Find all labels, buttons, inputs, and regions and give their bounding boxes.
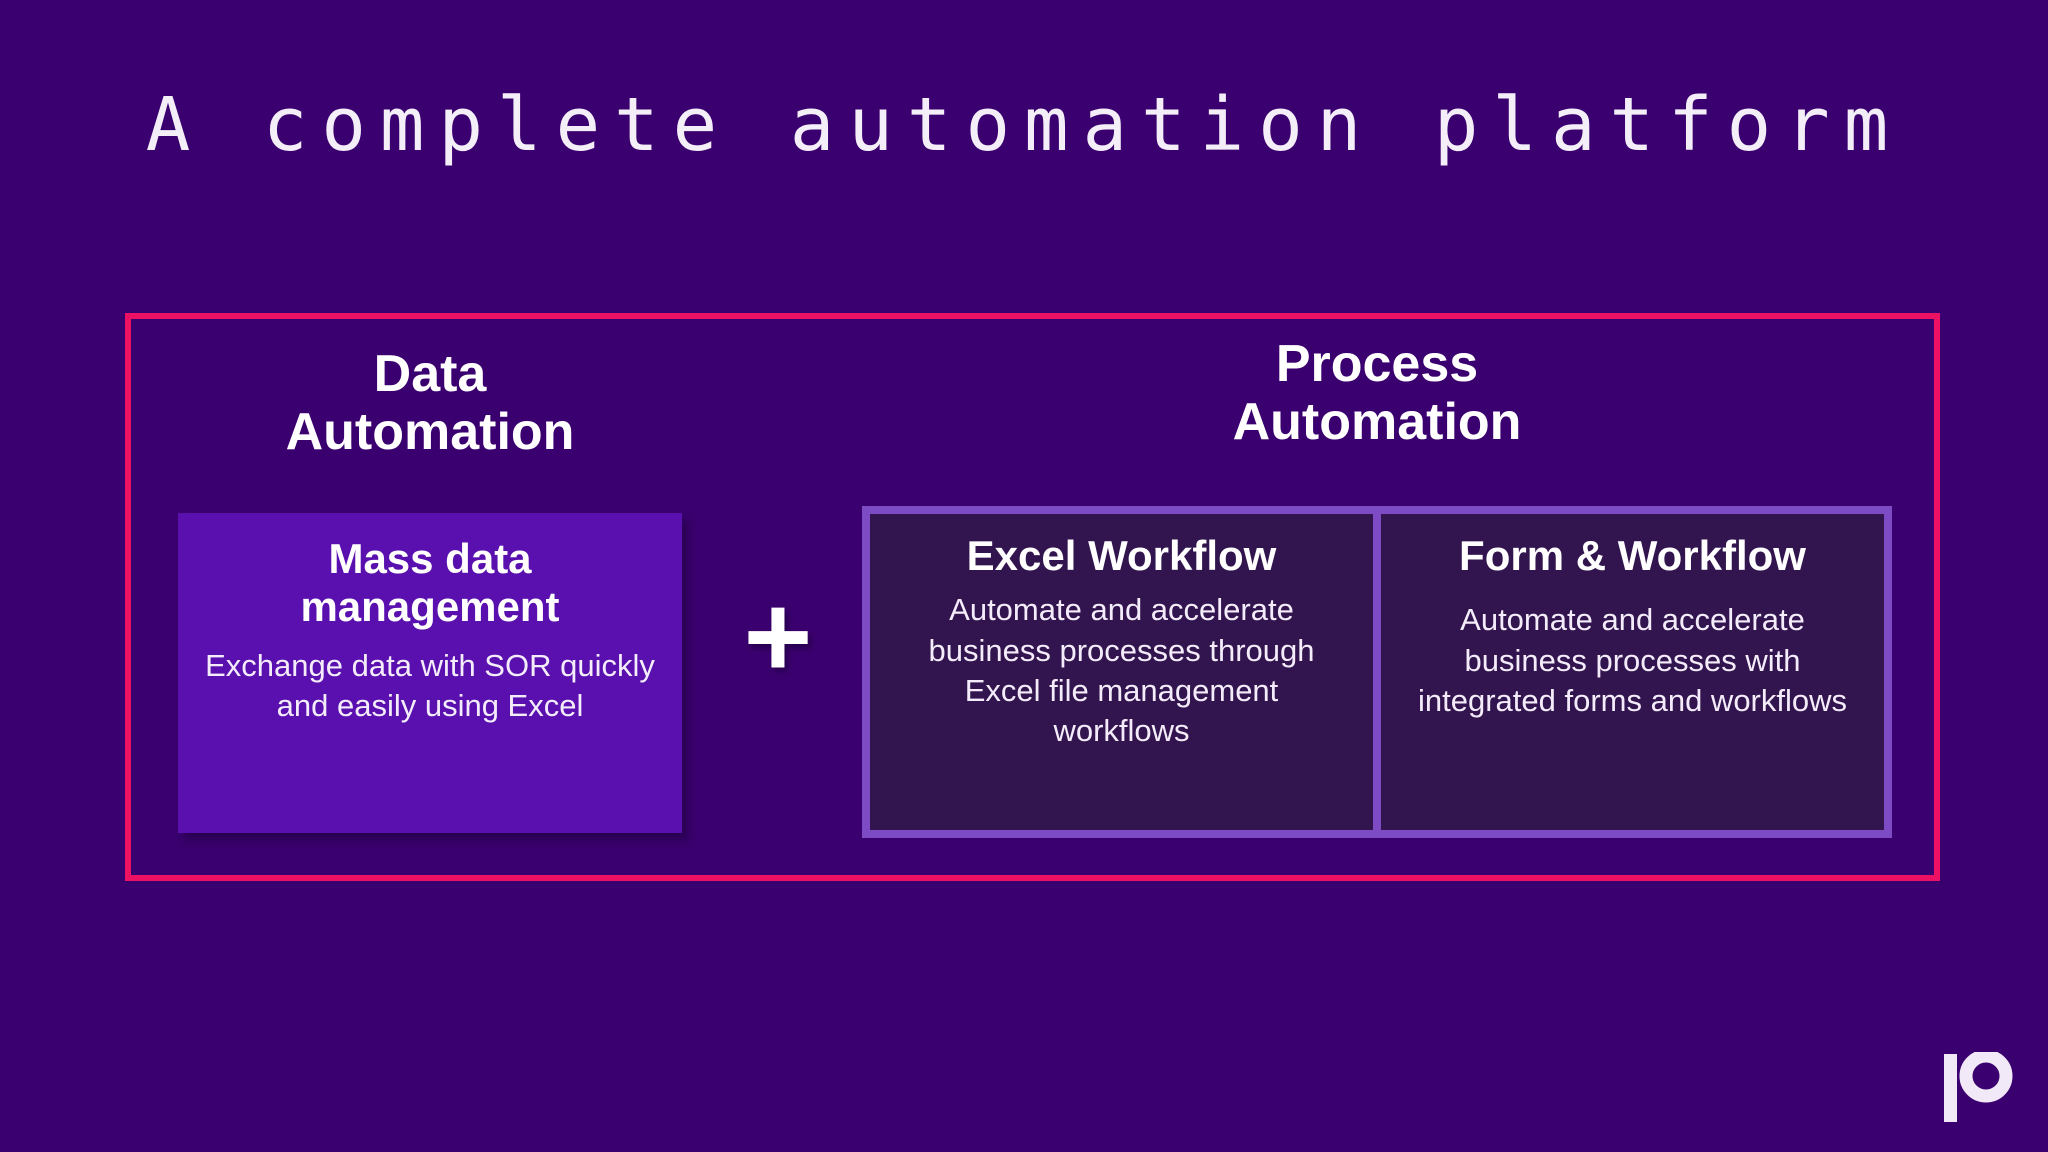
card-title: Form & Workflow bbox=[1459, 532, 1806, 579]
card-body: Exchange data with SOR quickly and easil… bbox=[205, 647, 655, 723]
page-title: A complete automation platform bbox=[145, 82, 1903, 168]
card-title: Excel Workflow bbox=[966, 532, 1277, 579]
card-excel-workflow[interactable]: Excel Workflow Automate and accelerate b… bbox=[870, 514, 1373, 830]
plus-icon: + bbox=[743, 571, 813, 703]
process-automation-group: Excel Workflow Automate and accelerate b… bbox=[862, 506, 1892, 838]
data-automation-heading: Data Automation bbox=[285, 345, 575, 462]
card-form-and-workflow[interactable]: Form & Workflow Automate and accelerate … bbox=[1373, 514, 1884, 830]
card-title: Mass data management bbox=[300, 535, 560, 631]
process-automation-heading: Process Automation bbox=[1232, 335, 1522, 452]
card-body: Automate and accelerate business process… bbox=[1417, 602, 1848, 718]
card-body: Automate and accelerate business process… bbox=[928, 592, 1315, 749]
card-mass-data-management[interactable]: Mass data management Exchange data with … bbox=[178, 513, 682, 833]
content-frame bbox=[125, 313, 1940, 881]
brand-logo-icon bbox=[1944, 1052, 2013, 1122]
